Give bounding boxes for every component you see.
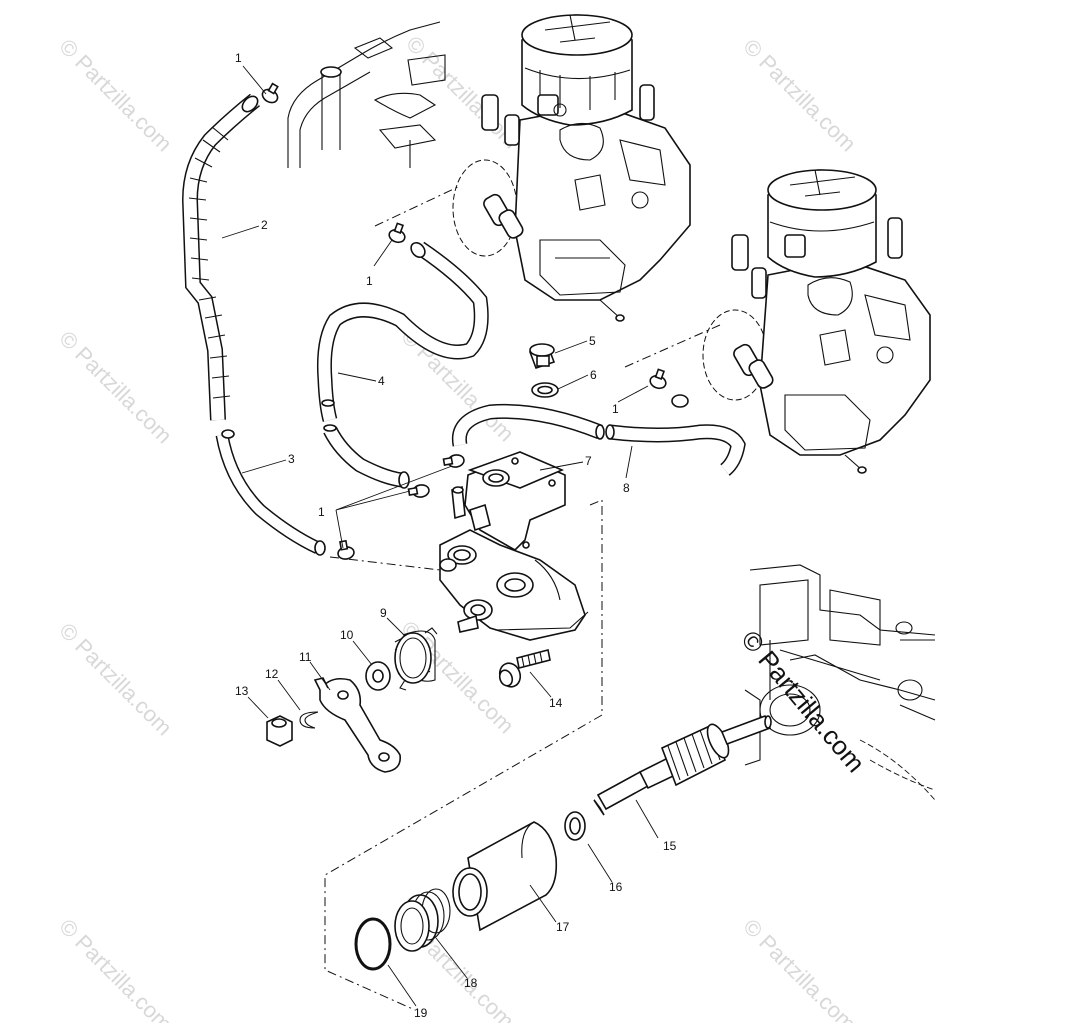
crankcase-lower: [744, 564, 936, 801]
watermark-text: © Partzilla.com: [54, 326, 177, 449]
oil-pump-7: [439, 451, 589, 641]
circlip-12: [299, 711, 319, 729]
callout-6: 6: [590, 368, 597, 382]
callout-1: 1: [612, 402, 619, 416]
drive-shaft-15: [593, 714, 772, 816]
hose-clamps: [261, 82, 667, 560]
washer-16: [564, 811, 586, 841]
callout-3: 3: [288, 452, 295, 466]
callout-7: 7: [585, 454, 592, 468]
clamp: [388, 222, 406, 244]
callout-2: 2: [261, 218, 268, 232]
clamp: [337, 539, 355, 560]
callout-18: 18: [464, 976, 478, 990]
assembly-leader-lines: [324, 185, 721, 1011]
sleeve-17: [452, 821, 558, 932]
clamp: [407, 484, 430, 498]
callout-leaders: [221, 65, 659, 1007]
hose-8: [451, 394, 746, 476]
washer-6: [531, 382, 559, 398]
callout-13: 13: [235, 684, 249, 698]
carburetor-lower: [702, 169, 931, 474]
spring-18: [394, 888, 451, 952]
callout-8: 8: [623, 481, 630, 495]
callout-10: 10: [340, 628, 354, 642]
callout-9: 9: [380, 606, 387, 620]
callout-12: 12: [265, 667, 279, 681]
lever-11: [313, 677, 402, 773]
watermark-text: © Partzilla.com: [738, 914, 861, 1023]
washer-10: [365, 661, 391, 691]
watermark-text: © Partzilla.com: [738, 34, 861, 157]
callout-14: 14: [549, 696, 563, 710]
carburetor-upper: [452, 14, 691, 322]
o-ring-19: [354, 917, 392, 971]
bolt-14: [498, 649, 551, 688]
callout-labels: 1 2 3 1 4 5 6 7 1 8 1 9 10 11 12 13 14 1…: [235, 51, 677, 1020]
callout-1: 1: [366, 274, 373, 288]
hose-3: [215, 429, 326, 556]
clamp: [261, 82, 279, 104]
callout-16: 16: [609, 880, 623, 894]
clamp: [442, 454, 465, 468]
callout-1: 1: [318, 505, 325, 519]
callout-17: 17: [556, 920, 570, 934]
engine-housing-top: [287, 21, 446, 168]
nut-13: [266, 715, 293, 747]
callout-1: 1: [235, 51, 242, 65]
watermark-text: © Partzilla.com: [54, 618, 177, 741]
callout-11: 11: [299, 650, 312, 664]
hose-2: [181, 93, 260, 421]
watermark-text: © Partzilla.com: [54, 914, 177, 1023]
clamp: [649, 368, 667, 390]
callout-19: 19: [414, 1006, 428, 1020]
hose-4: [317, 241, 489, 489]
callout-5: 5: [589, 334, 596, 348]
spring-9: [394, 627, 438, 691]
watermark-text: © Partzilla.com: [54, 34, 177, 157]
banjo-bolt-5: [528, 343, 556, 370]
callout-15: 15: [663, 839, 677, 853]
partzilla-watermark: © Partzilla.com: [735, 625, 871, 778]
callout-4: 4: [378, 374, 385, 388]
